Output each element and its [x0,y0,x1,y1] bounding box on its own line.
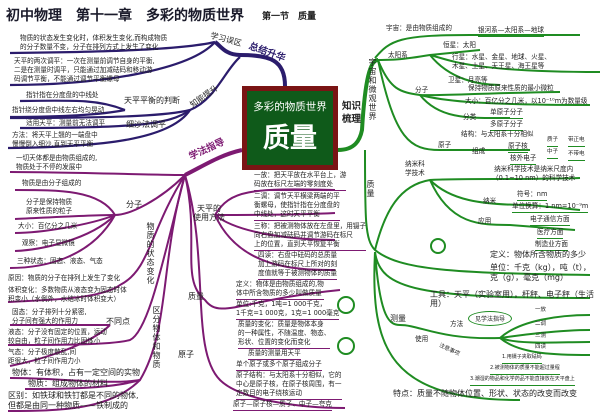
use-label: 使用 [415,335,429,343]
balance-pointer-swing: 指针绕分度盘中线左右均匀晃动 [12,106,105,114]
app-telecom: 电子通信方面 [530,215,570,226]
nano-conversion: 单位换算：1 nm=10⁻⁹m [512,202,589,213]
solar-system-label: 太阳系 [388,51,408,59]
mistake-state-change: 物质的状态发生变化时，体积发生变化,而构成物质 的分子数量不变，分子在排列方式上… [20,34,168,51]
page-title: 初中物理 第十一章 多彩的物质世界 [6,8,244,24]
central-title: 质量 [263,123,317,154]
state-change-cause: 原因：物质的分子在排列上发生了变化 [8,274,121,282]
electrons: 核外电子 [510,154,537,165]
differences-label: 不同点 [106,317,130,326]
precaution-3: 3.潮湿的物品和化学药品不能直接放在天平盘上 [470,375,575,386]
mass-definition: 定义：物体是由物质组成的,物 体中所含物质的多少叫做质量 [236,280,324,300]
atom-right-label: 原子 [438,141,452,149]
atom-label: 原子 [178,350,194,359]
molecule-label: 分子 [126,200,142,209]
atom-hierarchy: 原子—原子核—质子、中子—夸克 [233,400,332,411]
neutron: 中子 [547,148,559,159]
step3: 三测 [535,333,547,339]
step1: 一放 [535,307,547,313]
sand-method-label: 细沙法调平 [126,120,166,129]
balance-pointer-center: 指针指在分度盘的中线处 [26,91,99,99]
mass-change: 质量的变化：质量是物体本身 的一种属性，不随温度、物态、 形状、位置的变化而变化 [238,320,331,349]
step-read: 四读：右盘中砝码的总质量 加上游码在标尺上所对的刻 度值就等于被测物体的质量 [258,251,338,280]
universe-micro-label: 宇宙和微观世界 [368,58,377,121]
neutron-charge: 不带电 [568,150,585,161]
mass-tools: 工具：天平（实验室用），杆秤、电子秤（生活用） [430,290,594,308]
composition-label: 组成 [472,147,486,155]
proton: 质子 [547,136,559,147]
planets: 行星：水星、金星、地球、火星、 木星、土星、天王星、海王星等 [452,53,551,70]
solid-state: 固态：分子排列十分紧密, 分子间有强大的作用力 [12,308,87,325]
mass-right-label: 质量 [366,180,375,198]
matter-of-molecules: 物质是由分子组成的 [22,179,82,187]
polyatomic-molecule: 多原子分子 [490,120,523,131]
mistake-balance-twice: 天平的两次调平：一次在测量前调节自身的平衡, 二是在测量时调平，只能通过加减砝码… [14,57,155,83]
mass-property: 特点：质量不随物体位置、形状、状态的改变而改变 [393,389,577,398]
classification-label: 分类 [463,113,477,121]
balance-judgement: 天平平衡的判断 [124,96,180,105]
nucleus: 原子核 [508,142,528,153]
central-topic: 多彩的物质世界 质量 [242,86,338,170]
mass-label: 质量 [188,292,204,301]
application-label: 应用 [478,217,492,225]
proton-charge: 带正电 [568,136,585,147]
precaution-2: 2.被测物体的质量不能超过量程 [490,364,560,375]
three-states: 三种状态：固态、液态、气态 [17,257,103,265]
nanotech-definition: 纳米科学技术是纳米尺度内 （0.1~10 nm）的科学技术 [492,165,576,182]
molecule-smallest: 保持物质原来性质的最小微粒 [468,84,554,92]
atom-structure-right: 结构：与太阳系十分相似 [461,130,534,138]
app-medical: 医疗方面 [537,228,564,239]
balance-usage-label: 天平的 使用方法 [193,204,225,222]
sand-method: 方法：将天平上翘的一端盘中 慢慢倒入细沙,直到天平平衡 [12,131,98,148]
state-change-label: 物质的状态变化 [146,222,155,285]
method-label: 方法 [450,320,464,328]
step4: 四读 [535,344,547,350]
molecule-observe: 观察：电子显微镜 [22,239,75,247]
atoms-form-molecules: 单个原子或多个原子组成分子 [236,360,322,371]
liquid-state: 液态：分子没有固定的位置，运动 较自由，粒子间作用力比固体小 [8,328,107,345]
mass-definition-right: 定义：物体所含物质的多少 [490,250,586,259]
section-title: 第一节 质量 [262,12,317,22]
central-subtitle: 多彩的物质世界 [253,101,327,113]
star-sun: 恒星：太阳 [443,41,476,49]
molecule-size: 大小：百亿分之几米 [18,222,78,230]
see-method-guide: 见学法指导 [468,311,513,326]
mass-units-right: 单位：千克（kg），吨（t）， 克（g），毫克（mg） [490,263,591,282]
galaxy-chain: 银河系—太阳系—地球 [478,26,544,37]
volume-change: 体积变化：多数物质从液态变为固态时体 积变小（水例外，水结冰时体积变大） [8,286,127,303]
step2: 二调 [535,321,547,327]
molecule-right-label: 分子 [415,86,429,94]
measure-label: 测量 [390,314,406,323]
universe-definition: 宇宙：是由物质组成的 [386,24,452,32]
mass-units: 单位:千克，1吨=1 000千克， 1千克=1 000克，1克=1 000毫克 [236,300,340,320]
molecule-definition: 分子是保持物质 原来性质的粒子 [26,198,73,215]
nano-label: 纳米 [483,197,497,205]
sand-use-case: 适用天平：测量前无法调平 [26,119,106,127]
molecule-size-right: 大小：百亿分之几米，以10⁻¹⁰m为数量级 [465,97,588,105]
monatomic-molecule: 单原子分子 [490,108,523,119]
branch-knowledge: 知识梳理 [342,101,362,125]
precaution-1: 1.用镊子夹取砝码 [502,353,542,364]
nanotech-label: 纳米科 学技术 [405,160,425,177]
step-adjust: 二调：调节天平横梁两端的平 衡螺母，使指针指在分度盘的 中线处，这时天平平衡 [254,192,340,221]
all-bodies-matter: 一切天体都是由物质组成的, 物质处于不停的发展中 [16,154,98,171]
atom-structure: 原子结构：与太阳系十分相似，它的 中心是原子核，在原子核周围，有一 定数目的电子… [236,371,342,400]
gas-state: 气态：分子极度散乱,间 距很大，粒子间作用力小 [8,348,81,365]
mass-measure: 质量的测量用天平 [248,349,301,360]
matter-definition: 物质：组成物体的材料 [28,379,108,388]
satellites: 卫星：月亮等 [448,76,488,84]
app-manufacturing: 制造业方面 [535,240,568,251]
step-place: 一放：把天平放在水平台上，游 码放在标尺左端的零刻度处 [254,171,347,191]
object-matter-difference: 区别：如铁球和铁钉都是不同的物体, 但都是由同一种物质——铁制成的 [8,391,139,410]
step-weigh: 三称：把被测物体放在左盘里，用镊子 向右盘加减砝码并调节游码在标尺 上的位置，直… [254,222,367,251]
nano-symbol: 符号：nm [517,190,548,201]
object-vs-matter-label: 区分物体和物质 [152,306,161,369]
object-definition: 物体：有体积，占有一定空间的实物 [12,368,140,377]
